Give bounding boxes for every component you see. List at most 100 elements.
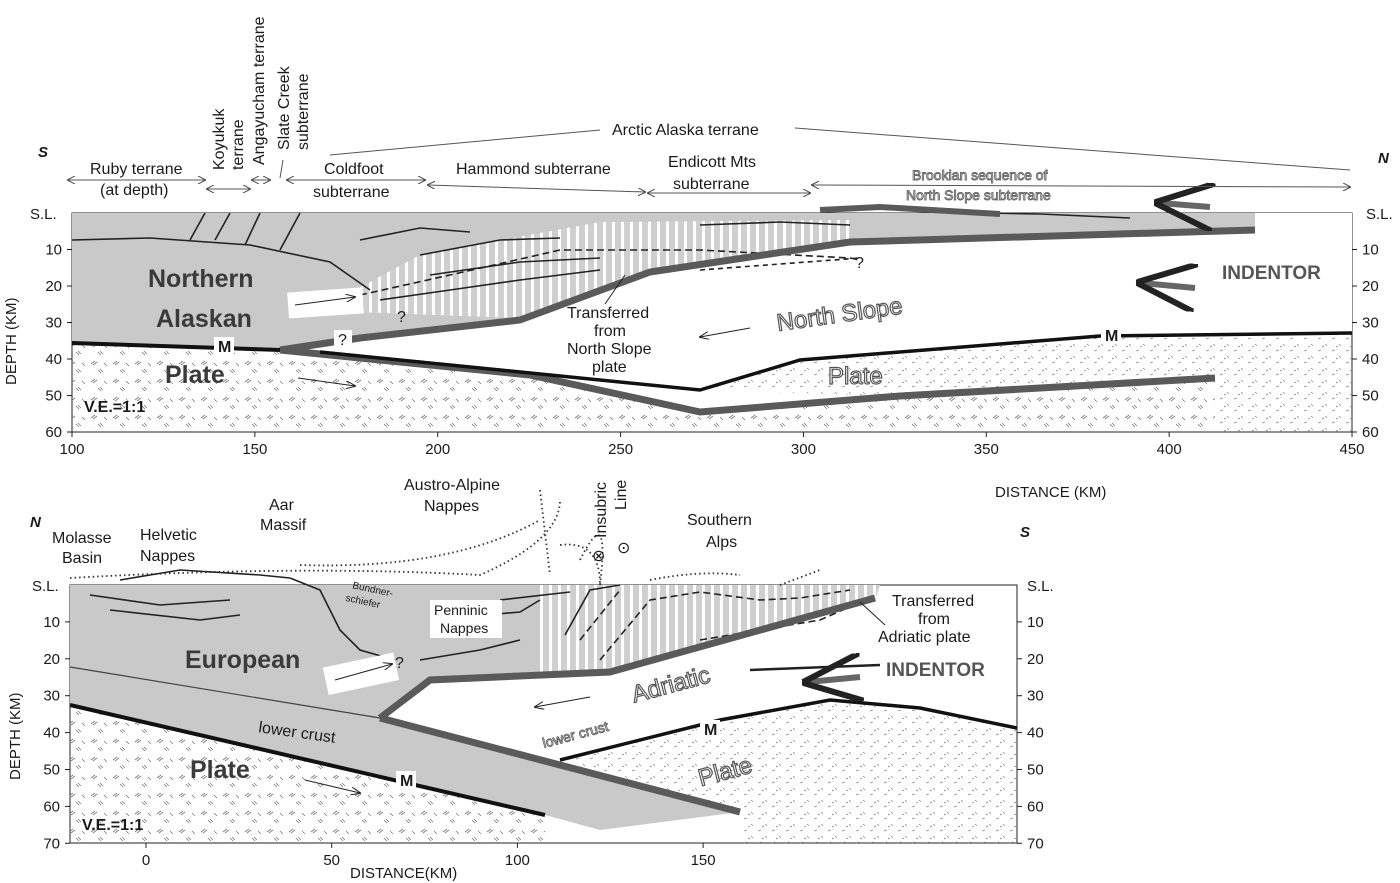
arrow-right-icon <box>304 779 360 793</box>
distance-tick-label: 250 <box>608 441 633 458</box>
indentor-label: INDENTOR <box>1222 263 1321 284</box>
koyukuk-terrane-label: Koyukuk <box>211 108 228 170</box>
adriatic-plate-top <box>377 594 876 721</box>
helvetic-label: Helvetic <box>140 527 197 544</box>
plate-right-label: Plate <box>828 363 883 390</box>
distance-tick-label: 150 <box>691 852 716 869</box>
molasse-sublabel: Basin <box>62 550 102 567</box>
north-slope-plate-base <box>279 346 1216 416</box>
depth-tick-label-left: 60 <box>45 424 62 441</box>
distance-tick-label: 300 <box>791 441 816 458</box>
bottom-sea-level-right: S.L. <box>1027 578 1054 595</box>
depth-tick-label-left: 30 <box>45 315 62 332</box>
adriatic-plate-base <box>379 714 741 816</box>
depth-tick-label-right: 40 <box>1362 351 1379 368</box>
top-sea-level-left: S.L. <box>30 206 57 223</box>
depth-tick-label-right: 60 <box>1362 424 1379 441</box>
depth-tick-label-left: 30 <box>43 688 60 705</box>
top-x-axis-label: DISTANCE (KM) <box>995 484 1106 501</box>
bottom-y-axis-label: DEPTH (KM) <box>7 693 24 781</box>
austro-alpine-label: Austro-Alpine <box>404 477 500 494</box>
depth-tick-label-left: 10 <box>43 614 60 631</box>
depth-tick-label-right: 10 <box>1362 242 1379 259</box>
ruby-terrane-label: Ruby terrane <box>90 161 183 178</box>
brookian-label: Brookian sequence of <box>912 167 1048 183</box>
penninic-sublabel: Nappes <box>440 620 488 636</box>
out-of-page-symbol: ⊙ <box>617 540 630 557</box>
top-cross-section: S N Ruby terrane (at depth) Koyukuk terr… <box>3 16 1393 501</box>
arrow-left-icon <box>700 327 751 337</box>
moho-marker-right: M <box>1105 328 1118 345</box>
transferred-from-label-bottom: from <box>918 611 950 628</box>
arrow-left-icon <box>535 696 591 707</box>
alaskan-label: Alaskan <box>156 305 252 333</box>
plate-left-label-bottom: Plate <box>190 756 250 784</box>
distance-tick-label: 100 <box>505 852 530 869</box>
southern-alps-sublabel: Alps <box>706 534 737 551</box>
arrow-right-icon <box>294 297 355 306</box>
distance-tick-label: 200 <box>425 441 450 458</box>
arrow-right-icon <box>334 664 392 681</box>
depth-tick-label-right: 20 <box>1362 278 1379 295</box>
bottom-mantle-right <box>560 700 1017 843</box>
depth-tick-label-right: 30 <box>1027 688 1044 705</box>
moho-line-right <box>319 331 1353 392</box>
top-sea-level-right: S.L. <box>1366 206 1393 223</box>
transferred-north-slope-label: North Slope <box>567 341 652 358</box>
depth-tick-label-left: 70 <box>43 835 60 852</box>
moho-line-left-bottom <box>69 703 546 817</box>
ruby-terrane-sublabel: (at depth) <box>100 182 168 199</box>
question-mark: ? <box>338 332 347 349</box>
moho-marker-right-bottom: M <box>704 722 717 739</box>
depth-tick-label-left: 20 <box>45 278 62 295</box>
terrane-brackets <box>68 127 1350 193</box>
endicott-label: Endicott Mts <box>668 154 756 171</box>
moho-marker-box <box>214 337 234 355</box>
bottom-cross-section: N S Molasse Basin Helvetic Nappes Aar Ma… <box>7 477 1054 882</box>
coldfoot-label: Coldfoot <box>324 161 384 178</box>
arrow-right-icon <box>297 377 355 386</box>
distance-tick-label: 50 <box>323 852 340 869</box>
vertical-exaggeration-label-bottom: V.E.=1:1 <box>82 817 143 834</box>
distance-tick-label: 400 <box>1157 441 1182 458</box>
transferred-leader-line <box>859 601 886 626</box>
distance-tick-label: 0 <box>142 852 150 869</box>
vertical-exaggeration-label: V.E.=1:1 <box>84 399 145 416</box>
depth-tick-label-left: 60 <box>43 798 60 815</box>
coldfoot-sublabel: subterrane <box>313 184 390 201</box>
distance-tick-label: 150 <box>242 441 267 458</box>
indentor-arrow-icon <box>1142 283 1195 288</box>
bottom-x-axis-label: DISTANCE(KM) <box>350 865 457 882</box>
hammond-label: Hammond subterrane <box>456 161 611 178</box>
transferred-label-bottom: Transferred <box>892 593 974 610</box>
depth-tick-label-right: 50 <box>1362 388 1379 405</box>
slate-creek-sublabel: subterrane <box>295 73 312 150</box>
moho-marker-box <box>396 771 416 789</box>
transferred-plate-label: plate <box>592 359 627 376</box>
moho-marker-box <box>1101 326 1121 344</box>
depth-tick-label-left: 40 <box>43 725 60 742</box>
distance-tick-label: 450 <box>1340 441 1365 458</box>
direction-south: S <box>38 144 48 161</box>
top-faults <box>71 204 1131 301</box>
koyukuk-terrane-sublabel: terrane <box>230 119 247 170</box>
depth-tick-label-left: 50 <box>45 388 62 405</box>
white-arrow-box <box>287 287 364 319</box>
endicott-sublabel: subterrane <box>673 176 750 193</box>
bottom-mantle-left <box>70 705 545 843</box>
insubric-sublabel: Line <box>613 480 630 510</box>
angayucham-terrane-label: Angayucham terrane <box>251 16 268 165</box>
molasse-label: Molasse <box>52 530 112 547</box>
aar-sublabel: Massif <box>260 517 307 534</box>
question-mark: ? <box>397 309 406 326</box>
southern-alps-label: Southern <box>687 512 752 529</box>
european-label: European <box>185 646 300 674</box>
penninic-label: Penninic <box>434 602 488 618</box>
direction-north-bottom: N <box>30 514 42 531</box>
transferred-leader-line <box>604 274 626 305</box>
depth-tick-label-left: 40 <box>45 351 62 368</box>
insubric-label: Insubric <box>593 482 610 538</box>
aar-label: Aar <box>269 497 295 514</box>
